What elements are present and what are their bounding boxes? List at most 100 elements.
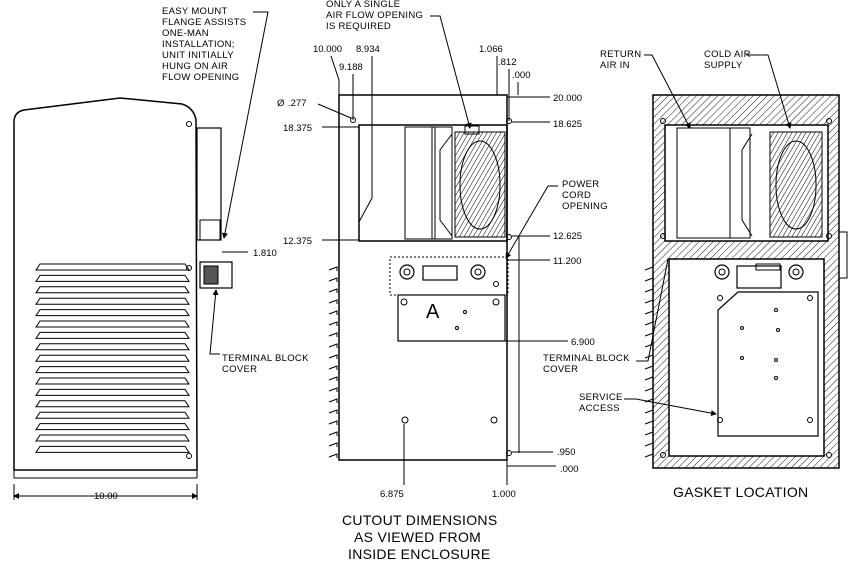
- svg-text:IS REQUIRED: IS REQUIRED: [326, 21, 391, 32]
- louver-slat: [35, 343, 190, 351]
- svg-text:9.188: 9.188: [339, 62, 363, 73]
- svg-text:18.375: 18.375: [283, 123, 312, 134]
- cooling-fin: [328, 354, 338, 359]
- cutout-unit-outline: [338, 94, 508, 461]
- cooling-fin: [644, 332, 654, 337]
- terminal-block-panel: [397, 294, 506, 342]
- louver-slat: [35, 388, 190, 396]
- gasket-caption: GASKET LOCATION: [673, 484, 808, 500]
- service-access-note: SERVICE ACCESS: [579, 392, 623, 414]
- fan-icon: [454, 131, 506, 238]
- side-view-housing: [13, 97, 198, 471]
- louver-slat: [35, 263, 190, 271]
- screw-icon: [186, 453, 192, 459]
- svg-text:12.625: 12.625: [553, 231, 582, 242]
- svg-text:COLD AIR: COLD AIR: [704, 49, 751, 60]
- svg-text:CUTOUT DIMENSIONS: CUTOUT DIMENSIONS: [342, 512, 497, 528]
- louver-slat: [35, 400, 190, 408]
- svg-text:AIR IN: AIR IN: [600, 60, 630, 71]
- svg-text:.950: .950: [557, 447, 576, 458]
- cooling-fin: [328, 288, 338, 293]
- louver-slat: [35, 331, 190, 339]
- svg-text:10.000: 10.000: [313, 44, 342, 55]
- svg-text:6.900: 6.900: [571, 337, 595, 348]
- louver-slat: [35, 411, 190, 419]
- svg-text:AIR FLOW OPENING: AIR FLOW OPENING: [326, 10, 423, 21]
- svg-text:INSIDE ENCLOSURE: INSIDE ENCLOSURE: [348, 546, 491, 562]
- louver-slat: [35, 377, 190, 385]
- power-cord-opening: [389, 256, 509, 296]
- cooling-fin: [644, 365, 654, 370]
- gasket-view: [644, 94, 848, 469]
- side-terminal-note: TERMINAL BLOCK COVER: [222, 353, 309, 375]
- svg-text:20.000: 20.000: [553, 93, 582, 104]
- cooling-fin: [644, 321, 654, 326]
- cooling-fin: [328, 299, 338, 304]
- cold-air-note: COLD AIR SUPPLY: [704, 49, 751, 71]
- svg-text:EASY MOUNT: EASY MOUNT: [162, 6, 228, 17]
- cooling-fins: [328, 266, 338, 458]
- fan-icon: [769, 131, 823, 238]
- side-view: [13, 97, 233, 479]
- return-air-note: RETURN AIR IN: [600, 49, 641, 71]
- svg-text:.812: .812: [498, 57, 517, 68]
- dim-width: 10.00: [94, 491, 118, 502]
- cooling-fin: [328, 321, 338, 326]
- cooling-fin: [328, 310, 338, 315]
- cooling-fin: [328, 409, 338, 414]
- cooling-fin: [644, 431, 654, 436]
- panel-letter-a: A: [426, 301, 440, 323]
- svg-text:6.875: 6.875: [380, 489, 404, 500]
- cooling-fin: [328, 332, 338, 337]
- svg-text:RETURN: RETURN: [600, 49, 641, 60]
- terminal-block-cover: [199, 261, 233, 289]
- svg-text:11.200: 11.200: [553, 256, 581, 267]
- louver-slat: [35, 423, 190, 431]
- cooling-fin: [328, 398, 338, 403]
- cooling-fin: [644, 288, 654, 293]
- cooling-fin: [644, 299, 654, 304]
- svg-text:INSTALLATION;: INSTALLATION;: [162, 39, 235, 50]
- svg-text:.277: .277: [288, 98, 307, 109]
- cooling-fin: [644, 277, 654, 282]
- svg-text:ONE-MAN: ONE-MAN: [162, 28, 209, 39]
- service-access-panel: [717, 291, 819, 437]
- svg-text:OPENING: OPENING: [562, 201, 608, 212]
- louver-slat: [35, 434, 190, 442]
- svg-text:ONLY A SINGLE: ONLY A SINGLE: [326, 0, 400, 10]
- cooling-fin: [644, 354, 654, 359]
- louver-slat: [35, 320, 190, 328]
- louver-slat: [35, 354, 190, 362]
- svg-text:8.934: 8.934: [356, 44, 380, 55]
- svg-text:FLOW OPENING: FLOW OPENING: [162, 72, 240, 83]
- cooling-fin: [644, 343, 654, 348]
- svg-text:UNIT INITIALLY: UNIT INITIALLY: [162, 50, 234, 61]
- screw-icon: [186, 121, 192, 127]
- cooling-fin: [644, 376, 654, 381]
- svg-text:COVER: COVER: [543, 364, 578, 375]
- dim-1810: 1.810: [253, 248, 277, 259]
- svg-text:POWER: POWER: [562, 179, 599, 190]
- louver-slat: [35, 297, 190, 305]
- cutout-view: A: [328, 94, 520, 461]
- power-cord-note: POWER CORD OPENING: [562, 179, 608, 212]
- svg-text:HUNG ON AIR: HUNG ON AIR: [162, 61, 228, 72]
- cooling-fin: [328, 277, 338, 282]
- louver-grille: [35, 263, 190, 453]
- cooling-fins: [644, 266, 654, 458]
- louver-slat: [35, 274, 190, 282]
- svg-text:1.066: 1.066: [479, 44, 503, 55]
- svg-text:TERMINAL BLOCK: TERMINAL BLOCK: [222, 353, 309, 364]
- svg-text:ACCESS: ACCESS: [579, 403, 620, 414]
- svg-text:12.375: 12.375: [283, 236, 312, 247]
- cooling-fin: [328, 343, 338, 348]
- svg-text:SUPPLY: SUPPLY: [704, 60, 743, 71]
- svg-text:SERVICE: SERVICE: [579, 392, 623, 403]
- svg-text:Ø: Ø: [277, 98, 285, 109]
- db9-port-icon: [422, 265, 458, 281]
- svg-text:TERMINAL BLOCK: TERMINAL BLOCK: [543, 353, 630, 364]
- svg-text:FLANGE ASSISTS: FLANGE ASSISTS: [162, 17, 246, 28]
- louver-slat: [35, 286, 190, 294]
- svg-text:18.625: 18.625: [553, 119, 582, 130]
